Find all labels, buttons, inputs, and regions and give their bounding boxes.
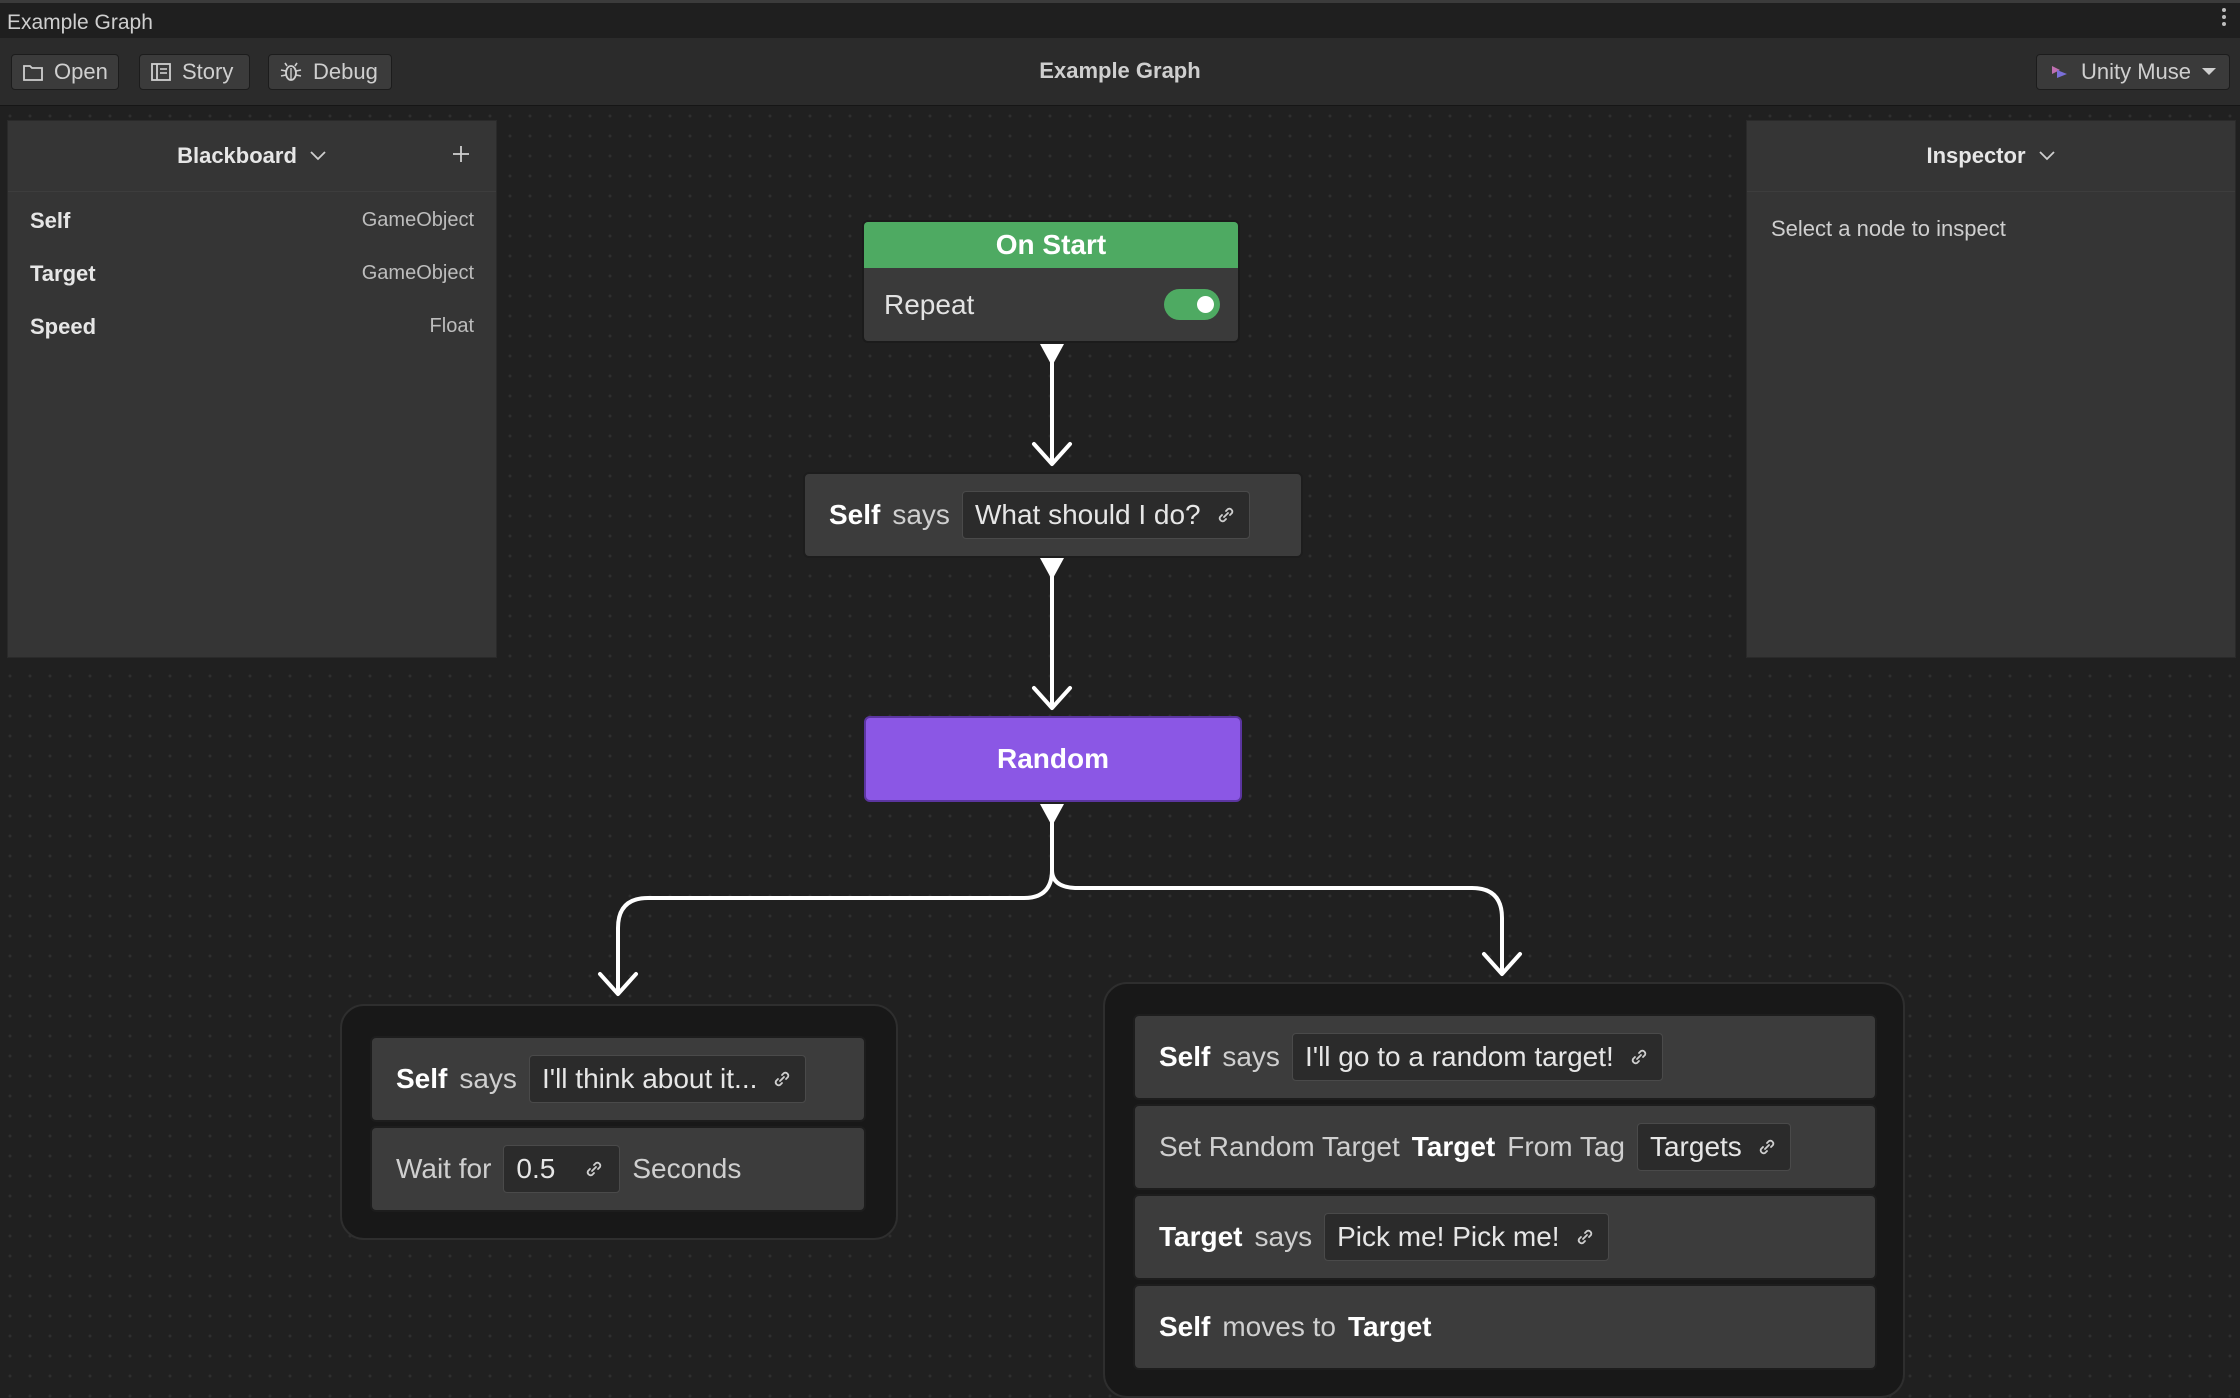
say-node[interactable]: Self says I'll think about it... (370, 1036, 866, 1122)
wait-prefix: Wait for (396, 1153, 492, 1184)
toolbar: Open Story Debug Example Graph (0, 38, 2240, 106)
message-text: Pick me! Pick me! (1337, 1221, 1560, 1252)
window-tab-title[interactable]: Example Graph (7, 11, 153, 34)
move-target: Target (1347, 1311, 1432, 1342)
target-variable: Target (1411, 1131, 1496, 1162)
link-icon[interactable] (1756, 1136, 1778, 1158)
link-icon[interactable] (583, 1158, 605, 1180)
chevron-down-icon (310, 151, 326, 161)
muse-logo-icon (2051, 66, 2067, 78)
story-button[interactable]: Story (139, 54, 250, 90)
more-options-icon[interactable] (2222, 8, 2228, 30)
agent-label: Self (829, 499, 881, 530)
tag-field[interactable]: Targets (1636, 1123, 1791, 1171)
inspector-title: Inspector (1926, 143, 2026, 168)
book-icon (151, 63, 171, 81)
say-node[interactable]: Self says What should I do? (803, 472, 1303, 558)
variable-type: Float (429, 315, 474, 337)
window-title-bar: Example Graph (0, 0, 2240, 38)
verb-label: says (1254, 1221, 1313, 1252)
target-say-node[interactable]: Target says Pick me! Pick me! (1133, 1194, 1877, 1280)
wait-node[interactable]: Wait for 0.5 Seconds (370, 1126, 866, 1212)
blackboard-title: Blackboard (177, 143, 297, 168)
variable-name: Self (30, 207, 71, 233)
random-node[interactable]: Random (864, 716, 1242, 802)
link-icon[interactable] (771, 1068, 793, 1090)
on-start-node[interactable]: On Start Repeat (862, 220, 1240, 343)
variable-type: GameObject (361, 209, 474, 231)
on-start-title: On Start (864, 222, 1238, 268)
set-random-target-node[interactable]: Set Random Target Target From Tag Target… (1133, 1104, 1877, 1190)
tag-value: Targets (1649, 1131, 1742, 1162)
agent-label: Self (1159, 1311, 1211, 1342)
from-tag-label: From Tag (1507, 1131, 1625, 1162)
agent-label: Self (1159, 1041, 1211, 1072)
verb-label: says (459, 1063, 517, 1094)
message-field[interactable]: I'll go to a random target! (1291, 1033, 1663, 1081)
blackboard-panel: Blackboard Self GameObject Target GameOb… (7, 120, 497, 658)
link-icon[interactable] (1574, 1226, 1596, 1248)
variable-type: GameObject (361, 262, 474, 284)
right-sequence-group[interactable]: Self says I'll go to a random target! Se… (1103, 982, 1905, 1398)
inspector-header[interactable]: Inspector (1747, 121, 2235, 192)
agent-label: Self (396, 1063, 448, 1094)
message-field[interactable]: What should I do? (961, 491, 1250, 539)
variable-name: Target (30, 260, 96, 286)
repeat-option: Repeat (864, 268, 1238, 341)
message-text: I'll think about it... (541, 1063, 758, 1094)
random-label: Random (997, 743, 1109, 774)
open-label: Open (54, 59, 108, 84)
variable-row[interactable]: Target GameObject (8, 247, 496, 300)
unity-muse-label: Unity Muse (2080, 59, 2191, 84)
link-icon[interactable] (1215, 504, 1237, 526)
agent-label: Target (1159, 1221, 1243, 1252)
folder-icon (23, 65, 43, 81)
message-text: What should I do? (974, 499, 1201, 530)
move-to-node[interactable]: Self moves to Target (1133, 1284, 1877, 1370)
variable-row[interactable]: Speed Float (8, 300, 496, 353)
variable-name: Speed (30, 313, 97, 339)
message-field[interactable]: Pick me! Pick me! (1324, 1213, 1609, 1261)
chevron-down-icon (2038, 151, 2055, 161)
link-icon[interactable] (1628, 1046, 1650, 1068)
left-sequence-group[interactable]: Self says I'll think about it... Wait fo… (340, 1004, 898, 1240)
verb-label: says (1222, 1041, 1280, 1072)
variable-row[interactable]: Self GameObject (8, 194, 496, 247)
repeat-toggle[interactable] (1164, 289, 1220, 320)
verb-label: moves to (1222, 1311, 1336, 1342)
story-label: Story (182, 59, 234, 84)
unity-muse-dropdown[interactable]: Unity Muse (2035, 54, 2230, 90)
say-node[interactable]: Self says I'll go to a random target! (1133, 1014, 1877, 1100)
open-button[interactable]: Open (11, 54, 119, 90)
verb-label: says (892, 499, 950, 530)
variable-list: Self GameObject Target GameObject Speed … (8, 192, 496, 353)
blackboard-header[interactable]: Blackboard (8, 121, 496, 192)
add-variable-icon[interactable] (450, 143, 472, 165)
bug-icon (280, 62, 302, 81)
inspector-hint: Select a node to inspect (1771, 216, 2006, 241)
set-target-prefix: Set Random Target (1159, 1131, 1400, 1162)
wait-value-field[interactable]: 0.5 (503, 1145, 621, 1193)
caret-down-icon (2202, 68, 2216, 75)
message-field[interactable]: I'll think about it... (528, 1055, 807, 1103)
debug-label: Debug (313, 59, 378, 84)
message-text: I'll go to a random target! (1304, 1041, 1614, 1072)
wait-suffix: Seconds (632, 1153, 742, 1184)
repeat-label: Repeat (884, 288, 975, 320)
wait-value: 0.5 (516, 1153, 556, 1184)
debug-button[interactable]: Debug (268, 54, 392, 90)
inspector-panel: Inspector Select a node to inspect (1746, 120, 2236, 658)
